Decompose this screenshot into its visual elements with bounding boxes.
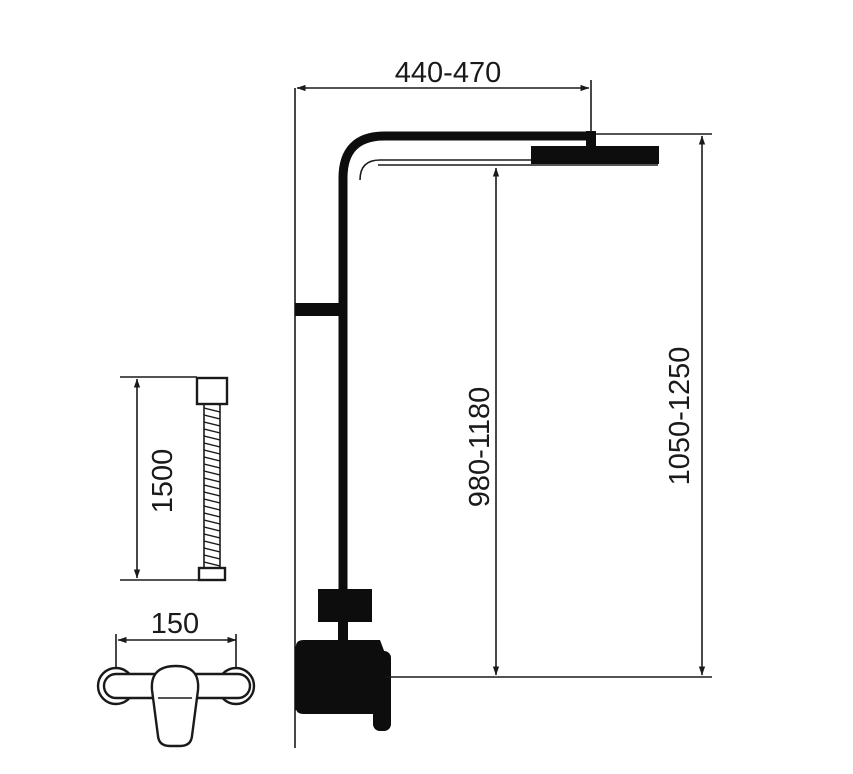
arm-inner-line xyxy=(359,159,532,181)
riser-pipe xyxy=(338,131,591,596)
mixer-width-dimension: 150 xyxy=(115,608,237,668)
mixer-width-label: 150 xyxy=(151,608,199,640)
shower-column xyxy=(295,131,659,731)
mixer-handle xyxy=(150,664,200,748)
wall-mixer-front-view xyxy=(96,664,256,748)
wall-bracket xyxy=(295,303,343,316)
arm-length-dimension: 440-470 xyxy=(296,57,592,132)
total-height-label: 1050-1250 xyxy=(664,347,696,486)
hose-top-nut xyxy=(195,376,229,406)
head-height-dimension: 980-1180 xyxy=(378,164,658,676)
overhead-shower-head xyxy=(531,146,659,164)
total-height-dimension: 1050-1250 xyxy=(596,133,712,676)
hose-bottom-nut xyxy=(197,566,227,582)
diverter-stem xyxy=(338,622,348,640)
shower-head-connector xyxy=(586,131,596,149)
diverter-block xyxy=(318,589,372,622)
column-mixer-body xyxy=(296,640,386,714)
column-mixer-handle xyxy=(373,651,391,731)
hose-length-label: 1500 xyxy=(147,449,179,514)
column-mixer-wall-flange xyxy=(295,646,302,710)
arm-length-label: 440-470 xyxy=(395,57,501,89)
hose-length-dimension: 1500 xyxy=(120,376,199,581)
head-height-label: 980-1180 xyxy=(464,387,496,507)
hose-coil xyxy=(204,404,220,568)
shower-hose xyxy=(195,376,229,582)
